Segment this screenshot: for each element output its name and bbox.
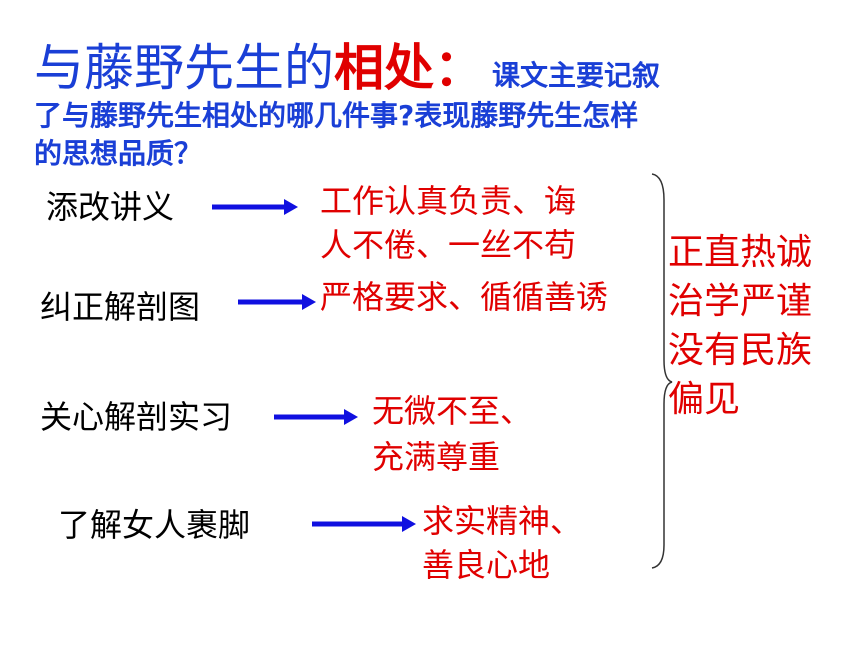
- event-2-quality-1: 严格要求、循循善诱: [320, 278, 609, 316]
- summary-line-2: 治学严谨: [668, 281, 813, 322]
- event-1-quality-2: 人不倦、一丝不苟: [320, 226, 577, 264]
- event-4-quality-1: 求实精神、: [422, 502, 583, 540]
- event-label-2: 纠正解剖图: [40, 288, 201, 326]
- arrow-icon-2: [238, 294, 316, 310]
- question-line-2: 的思想品质？: [34, 137, 203, 170]
- question-line-1: 了与藤野先生相处的哪几件事?表现藤野先生怎样: [34, 99, 639, 132]
- arrow-icon-3: [274, 409, 358, 425]
- title-main: 与藤野先生的: [34, 39, 334, 97]
- arrow-icon-1: [212, 199, 298, 215]
- event-label-4: 了解女人裹脚: [58, 506, 251, 544]
- arrow-icon-4: [312, 516, 416, 532]
- event-label-3: 关心解剖实习: [40, 398, 233, 436]
- slide-title: 与藤野先生的相处：课文主要记叙: [34, 28, 660, 100]
- summary-line-3: 没有民族: [668, 330, 813, 371]
- title-tail: 课文主要记叙: [492, 59, 661, 92]
- event-3-quality-1: 无微不至、: [372, 392, 533, 430]
- event-label-1: 添改讲义: [46, 188, 175, 226]
- summary-line-1: 正直热诚: [668, 232, 813, 273]
- event-1-quality-1: 工作认真负责、诲: [320, 182, 577, 220]
- event-4-quality-2: 善良心地: [422, 546, 551, 584]
- brace-icon: [651, 173, 673, 569]
- event-3-quality-2: 充满尊重: [372, 438, 501, 476]
- summary-block: 正直热诚 治学严谨 没有民族 偏见: [668, 228, 858, 424]
- title-highlight: 相处：: [334, 39, 484, 97]
- summary-line-4: 偏见: [668, 379, 741, 420]
